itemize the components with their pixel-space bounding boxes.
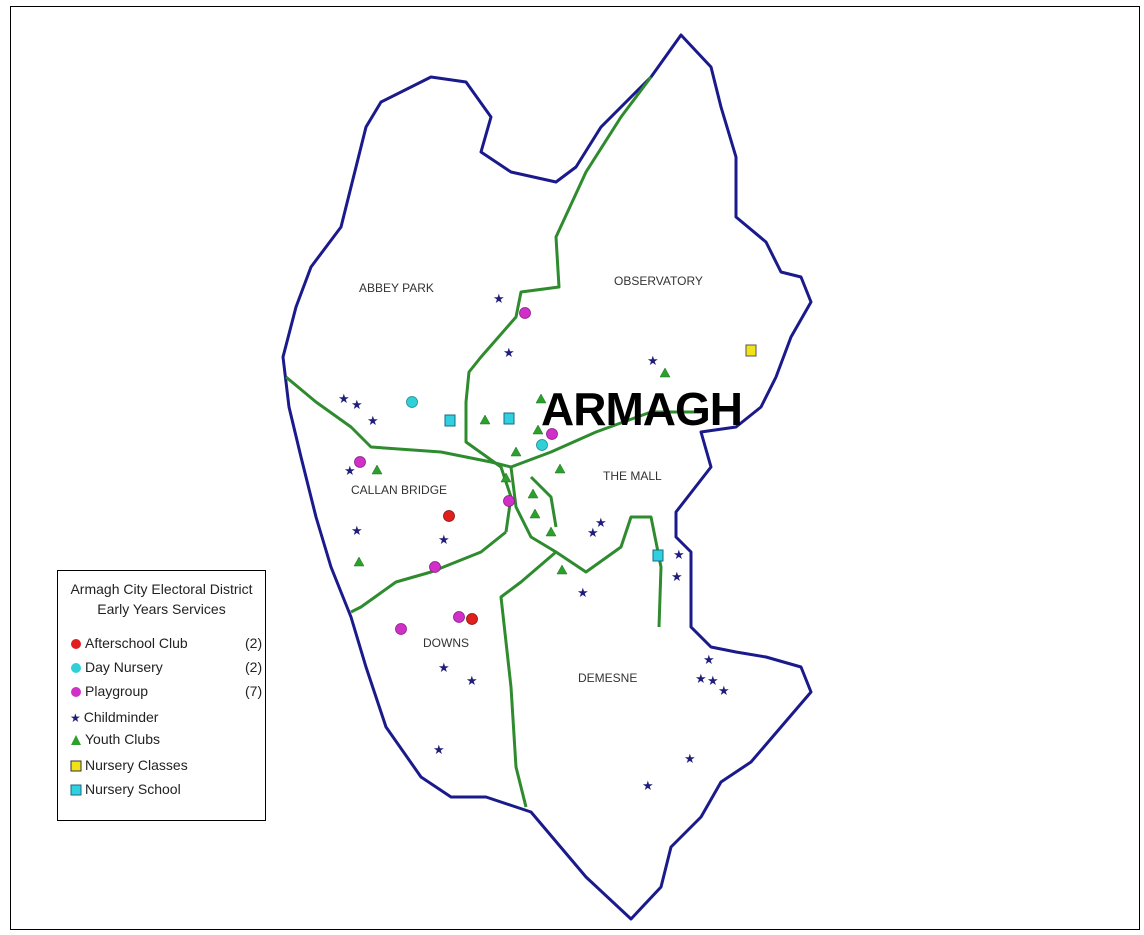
youth-club-marker — [479, 414, 491, 425]
map-title: ARMAGH — [541, 383, 742, 435]
youth-club-marker — [371, 464, 383, 475]
playgroup-marker — [429, 561, 441, 573]
legend-count-day-nursery: (2) — [245, 659, 263, 675]
youth-club-marker — [529, 508, 541, 519]
circle-icon — [71, 663, 81, 674]
youth-club-marker — [532, 424, 544, 435]
youth-club-marker — [500, 472, 512, 483]
square-icon — [70, 784, 82, 796]
youth-club-marker — [545, 526, 557, 537]
playgroup-marker — [453, 611, 465, 623]
youth-club-marker — [510, 446, 522, 457]
district-label-abbey-park: ABBEY PARK — [359, 281, 434, 295]
district-label-the-mall: THE MALL — [603, 469, 662, 483]
childminder-marker: ★ — [493, 291, 505, 306]
childminder-marker: ★ — [351, 397, 363, 412]
circle-icon — [71, 687, 81, 698]
district-label-callan-bridge: CALLAN BRIDGE — [351, 483, 447, 497]
legend-count-playgroup: (7) — [245, 683, 263, 699]
playgroup-marker — [546, 428, 558, 440]
legend-item-nursery-school: Nursery School — [70, 781, 181, 797]
legend-count-afterschool-club: (2) — [245, 635, 263, 651]
childminder-marker: ★ — [671, 569, 683, 584]
childminder-marker: ★ — [595, 515, 607, 530]
ward-map: ABBEY PARK OBSERVATORY CALLAN BRIDGE THE… — [281, 33, 813, 921]
childminder-marker: ★ — [718, 683, 730, 698]
legend-item-afterschool-club: Afterschool Club — [70, 635, 188, 651]
district-label-demesne: DEMESNE — [578, 671, 637, 685]
nursery-school-marker — [444, 414, 456, 427]
childminder-marker: ★ — [587, 525, 599, 540]
legend-item-youth-clubs: Youth Clubs — [70, 731, 160, 747]
nursery-classes-marker — [745, 344, 757, 357]
district-label-downs: DOWNS — [423, 636, 469, 650]
legend: Armagh City Electoral District Early Yea… — [57, 570, 266, 821]
childminder-marker: ★ — [466, 673, 478, 688]
childminder-marker: ★ — [707, 673, 719, 688]
triangle-icon — [71, 735, 81, 746]
childminder-marker: ★ — [647, 353, 659, 368]
youth-club-marker — [556, 564, 568, 575]
day-nursery-marker — [406, 396, 418, 408]
legend-item-childminder: ★Childminder — [70, 709, 159, 726]
nursery-school-marker — [652, 549, 664, 562]
childminder-marker: ★ — [673, 547, 685, 562]
youth-club-marker — [527, 488, 539, 499]
youth-club-marker — [353, 556, 365, 567]
childminder-marker: ★ — [695, 671, 707, 686]
service-markers: ★ ★ ★ ★ ★ ★ ★ ★ ★ ★ ★ ★ ★ ★ ★ ★ ★ ★ ★ ★ … — [338, 291, 757, 793]
district-label-observatory: OBSERVATORY — [614, 274, 703, 288]
childminder-marker: ★ — [338, 391, 350, 406]
childminder-marker: ★ — [344, 463, 356, 478]
day-nursery-marker — [536, 439, 548, 451]
playgroup-marker — [395, 623, 407, 635]
legend-title: Armagh City Electoral District — [70, 581, 253, 597]
youth-club-marker — [659, 367, 671, 378]
childminder-marker: ★ — [351, 523, 363, 538]
afterschool-club-marker — [443, 510, 455, 522]
childminder-marker: ★ — [438, 532, 450, 547]
playgroup-marker — [354, 456, 366, 468]
youth-club-marker — [535, 393, 547, 404]
star-icon: ★ — [70, 711, 81, 726]
square-icon — [70, 760, 82, 772]
circle-icon — [71, 639, 81, 650]
outer-boundary — [281, 33, 813, 921]
legend-item-day-nursery: Day Nursery — [70, 659, 163, 675]
nursery-school-marker — [503, 412, 515, 425]
legend-item-playgroup: Playgroup — [70, 683, 148, 699]
ward-boundaries — [285, 76, 701, 808]
legend-item-nursery-classes: Nursery Classes — [70, 757, 188, 773]
childminder-marker: ★ — [684, 751, 696, 766]
playgroup-marker — [503, 495, 515, 507]
afterschool-club-marker — [466, 613, 478, 625]
childminder-marker: ★ — [433, 742, 445, 757]
childminder-marker: ★ — [703, 652, 715, 667]
childminder-marker: ★ — [367, 413, 379, 428]
childminder-marker: ★ — [577, 585, 589, 600]
childminder-marker: ★ — [438, 660, 450, 675]
childminder-marker: ★ — [642, 778, 654, 793]
playgroup-marker — [519, 307, 531, 319]
legend-subtitle: Early Years Services — [97, 601, 226, 617]
youth-club-marker — [554, 463, 566, 474]
childminder-marker: ★ — [503, 345, 515, 360]
